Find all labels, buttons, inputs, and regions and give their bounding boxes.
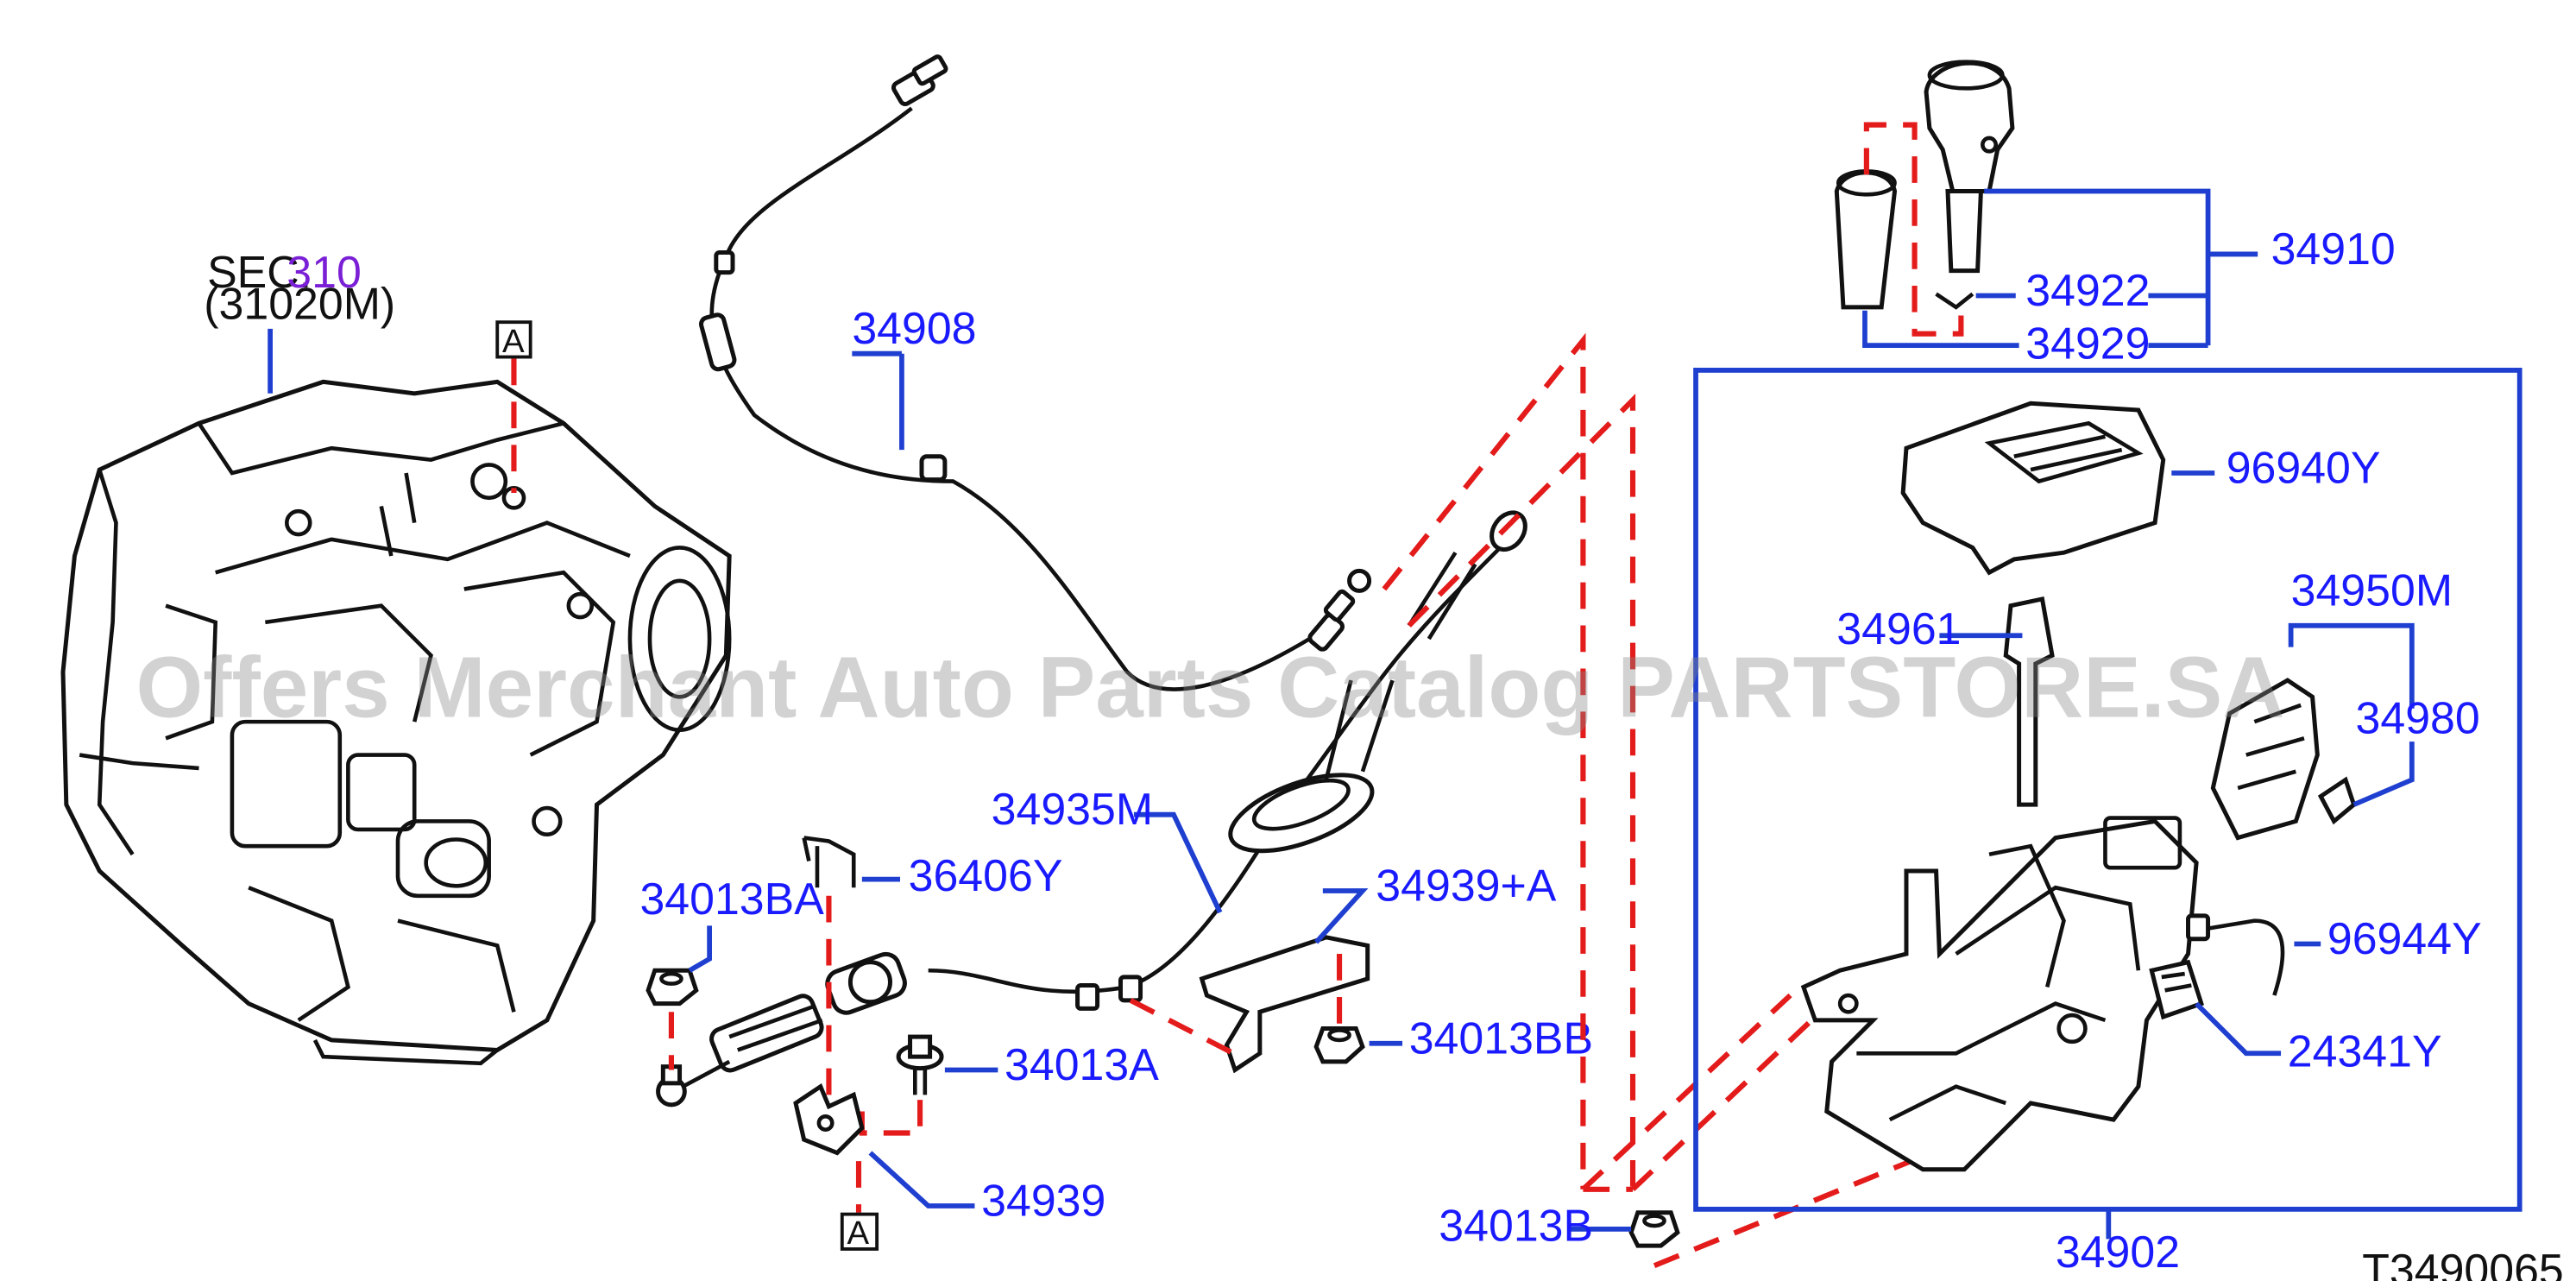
leader-34950m-bracket	[2288, 622, 2415, 709]
label-34961[interactable]: 34961	[1836, 603, 1961, 653]
cable-34908-drawing	[699, 54, 1372, 691]
shift-knob-drawing	[1924, 60, 2015, 274]
bracket-34939a-drawing	[1199, 935, 1370, 1074]
label-96940y[interactable]: 96940Y	[2226, 443, 2381, 493]
label-34950m[interactable]: 34950M	[2291, 565, 2453, 615]
label-34929[interactable]: 34929	[2025, 318, 2150, 368]
label-34908[interactable]: 34908	[852, 303, 976, 353]
section-sub-text: (31020M)	[204, 278, 395, 328]
label-34902[interactable]: 34902	[2056, 1227, 2180, 1277]
diagram-id: T3490065	[2362, 1245, 2564, 1281]
shifter-base-drawing	[1800, 596, 2199, 1172]
label-34939[interactable]: 34939	[981, 1176, 1105, 1226]
bolt-34013a-drawing	[896, 1034, 944, 1095]
leader-34939	[868, 1151, 975, 1208]
clip-36406y-drawing	[802, 836, 856, 888]
relay-24341y-drawing	[2149, 959, 2205, 1020]
nut-34013b-drawing	[1628, 1210, 1680, 1248]
label-34013ba[interactable]: 34013BA	[639, 874, 824, 924]
label-34013a[interactable]: 34013A	[1005, 1039, 1159, 1089]
leader-34980	[2352, 741, 2415, 807]
shift-lock-34950m-drawing	[2210, 678, 2357, 841]
leader-34929-left	[1862, 310, 2019, 348]
label-36406y[interactable]: 36406Y	[909, 850, 1063, 900]
leader-34013ba	[688, 925, 713, 973]
label-34013bb[interactable]: 34013BB	[1409, 1013, 1593, 1063]
ref-marker-bottom-text: A	[847, 1215, 870, 1252]
label-34013b[interactable]: 34013B	[1439, 1200, 1593, 1250]
shifter-cover-96940y-drawing	[1900, 401, 2166, 576]
ref-marker-top: A	[495, 320, 532, 494]
label-34910[interactable]: 34910	[2271, 224, 2396, 274]
leader-24341y	[2195, 1001, 2282, 1057]
leader-34939a	[1314, 888, 1369, 944]
label-34922[interactable]: 34922	[2025, 265, 2150, 315]
label-34939a[interactable]: 34939+A	[1376, 861, 1556, 911]
leader-34935m	[1133, 811, 1223, 914]
harness-96944y-drawing	[2186, 913, 2321, 996]
watermark-text: Offers Merchant Auto Parts Catalog PARTS…	[136, 640, 2285, 735]
nut-34013ba-drawing	[646, 968, 699, 1006]
ref-marker-bottom: A	[840, 1212, 879, 1252]
transmission-assembly-drawing	[60, 379, 732, 1066]
select-cable-34935m-drawing	[656, 510, 1527, 1107]
knob-boot-drawing	[1834, 169, 1898, 310]
bracket-34939-drawing	[793, 1082, 865, 1156]
nut-34013bb-drawing	[1313, 1025, 1365, 1064]
clip-34922-drawing	[1935, 292, 1975, 310]
section-prefix-text: SEC.	[207, 247, 312, 297]
ref-marker-top-text: A	[502, 323, 525, 360]
section-number-link[interactable]: 310	[287, 247, 362, 297]
label-34980[interactable]: 34980	[2356, 693, 2480, 743]
section-reference: SEC. 310 (31020M)	[204, 247, 395, 394]
label-34935m[interactable]: 34935M	[992, 784, 1153, 834]
label-24341y[interactable]: 24341Y	[2288, 1026, 2442, 1076]
label-96944y[interactable]: 96944Y	[2327, 913, 2482, 963]
